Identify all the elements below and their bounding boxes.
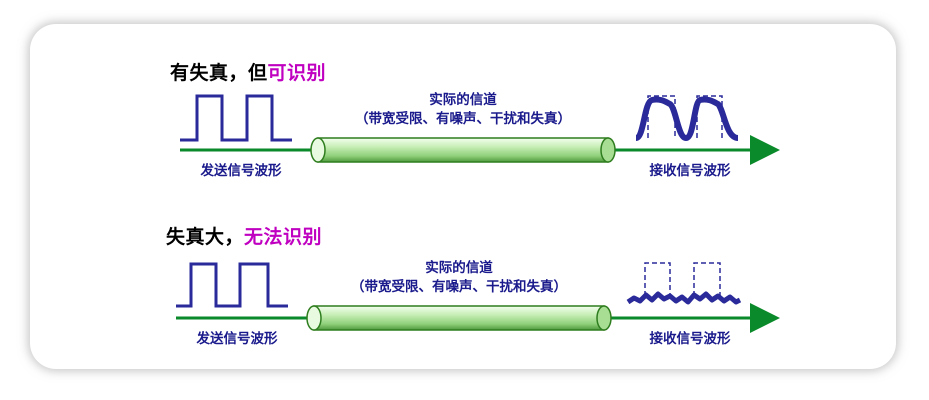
row-1-channel-subtitle: （带宽受限、有噪声、干扰和失真） bbox=[355, 111, 571, 127]
row-1-heading: 有失真，但可识别 bbox=[170, 58, 326, 85]
row-1-heading-prefix: 有失真，但 bbox=[170, 62, 268, 84]
row-2-signal-path bbox=[176, 262, 780, 333]
send-waveform-2 bbox=[176, 262, 288, 308]
row-2-heading-highlight: 无法识别 bbox=[244, 226, 323, 248]
channel-cylinder-1 bbox=[310, 137, 616, 163]
row-1-channel-title: 实际的信道 bbox=[429, 92, 497, 108]
row-1-signal-path bbox=[180, 94, 780, 165]
row-2-send-label: 发送信号波形 bbox=[196, 331, 278, 347]
row-2-channel-title: 实际的信道 bbox=[425, 260, 493, 276]
row-2-heading-prefix: 失真大， bbox=[166, 226, 245, 248]
receive-reference-2 bbox=[644, 262, 721, 296]
row-2-channel-subtitle: （带宽受限、有噪声、干扰和失真） bbox=[351, 279, 567, 295]
row-2-heading: 失真大，无法识别 bbox=[166, 222, 322, 249]
receive-waveform-1 bbox=[634, 96, 739, 141]
channel-cylinder-2 bbox=[306, 305, 612, 331]
row-1-heading-highlight: 可识别 bbox=[267, 62, 327, 84]
row-1-send-label: 发送信号波形 bbox=[200, 163, 282, 179]
send-waveform-1 bbox=[180, 94, 292, 142]
row-1-receive-label: 接收信号波形 bbox=[649, 163, 731, 179]
receive-waveform-2 bbox=[626, 291, 742, 305]
row-2-receive-label: 接收信号波形 bbox=[649, 331, 731, 347]
